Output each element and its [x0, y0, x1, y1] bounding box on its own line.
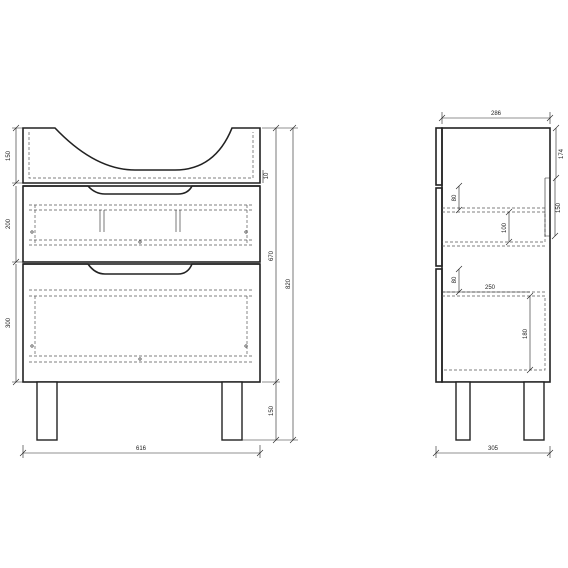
- dim-front-gap: 10: [264, 172, 270, 179]
- dim-side-depth-top: 286: [491, 111, 502, 117]
- side-leg-back: [523, 381, 545, 441]
- dim-front-width: 616: [136, 446, 147, 452]
- dim-side-drawer-2-front: 80: [452, 276, 458, 283]
- front-drawer-1-handle: [23, 185, 260, 195]
- front-drawer-1-rails: [99, 210, 181, 232]
- dim-side-drawer-2-depth: 250: [485, 285, 496, 291]
- front-drawer-2-hinge-left: [30, 344, 34, 348]
- front-dim-lines: [12, 127, 298, 458]
- front-top-inner-dash: [28, 132, 254, 179]
- dim-front-leg: 150: [269, 405, 275, 416]
- dim-side-top-offset: 174: [559, 148, 565, 159]
- dim-front-body: 670: [269, 250, 275, 261]
- side-view: 286 305 174 150 80 100 80 180 250: [432, 111, 565, 458]
- front-drawer-1-hinge-right: [244, 230, 248, 234]
- front-drawer-1: [22, 185, 261, 263]
- dim-side-marker: 150: [556, 202, 562, 213]
- front-drawer-1-inner-dash: [29, 204, 253, 246]
- dim-front-total: 820: [286, 278, 292, 289]
- front-drawer-2-inner-dash: [29, 289, 253, 363]
- front-drawer-1-center-mark: [138, 240, 142, 244]
- front-drawer-2-hinge-right: [244, 344, 248, 348]
- side-front-panel-drawer-2: [435, 268, 443, 383]
- front-drawer-2-center-mark: [138, 357, 142, 361]
- front-leg-right: [221, 381, 243, 441]
- front-drawer-1-hinge-left: [30, 230, 34, 234]
- side-back-marker: [544, 177, 550, 237]
- front-drawer-2: [22, 263, 261, 383]
- dim-front-top: 150: [6, 150, 12, 161]
- front-leg-left: [36, 381, 58, 441]
- side-drawer-2-box: [442, 291, 546, 371]
- front-drawer-2-handle: [23, 263, 260, 275]
- front-top-section: [22, 127, 261, 184]
- dim-side-drawer-2-box: 180: [523, 328, 529, 339]
- side-leg-front: [455, 381, 471, 441]
- front-view: 150 200 300 10 670 150 820 616: [6, 124, 298, 458]
- side-drawer-1-box: [442, 207, 546, 247]
- side-body: [441, 127, 551, 383]
- dim-front-drawer-2: 300: [6, 317, 12, 328]
- side-front-panel-top: [435, 127, 443, 186]
- dim-front-drawer-1: 200: [6, 218, 12, 229]
- dim-side-drawer-1-box: 100: [502, 222, 508, 233]
- dim-side-drawer-1-front: 80: [452, 194, 458, 201]
- side-front-panel-drawer-1: [435, 187, 443, 267]
- dim-side-depth-total: 305: [488, 446, 499, 452]
